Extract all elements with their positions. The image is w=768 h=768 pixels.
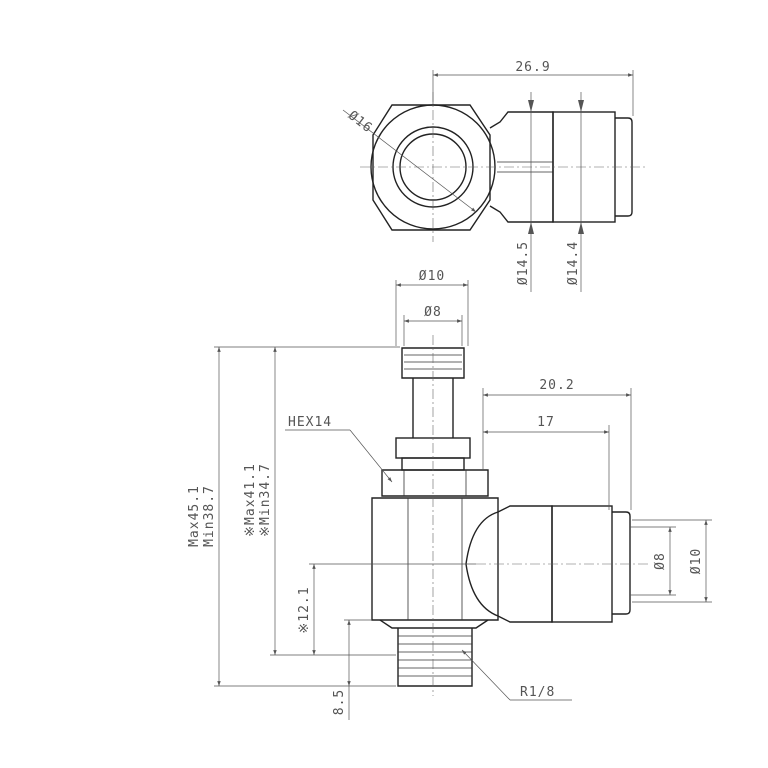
top-hex-outline [372,104,491,231]
dim-top-sleeve-arrow-bottom [578,222,584,234]
dim-overall-min-label: Min38.7 [202,485,217,547]
stem-shaft [412,378,454,438]
dim-top-hex-leader [342,109,477,213]
dim-body-max-label: ※Max41.1 [243,463,258,537]
dim-top-width-label: 26.9 [515,60,550,75]
dim-top-body-arrow-top [528,100,534,112]
dim-center-label: ※12.1 [297,586,312,633]
hex-nut [381,469,489,497]
dim-stem-id-label: Ø8 [424,305,442,320]
front-view: Ø10 Ø8 20.2 17 HEX14 Max45.1 Min38.7 ※Ma… [187,269,712,720]
dim-port-id-label: Ø8 [653,552,668,570]
dim-stem-od-label: Ø10 [419,269,445,284]
dim-port-od-label: Ø10 [689,548,704,574]
stem-head [401,347,465,379]
dim-top-hex-label: Ø16 [345,108,375,136]
thread-label: R1/8 [520,685,555,700]
dim-top-sleeve-label: Ø14.4 [566,241,581,285]
dim-thread-label: 8.5 [332,689,347,715]
dim-top-body-arrow-bottom [528,222,534,234]
thread-leader [461,649,511,701]
hex-leader [349,429,393,483]
dim-top-body-label: Ø14.5 [516,241,531,285]
dim-overall-max-label: Max45.1 [187,485,202,547]
top-view: 26.9 Ø16 Ø14.5 Ø14.4 [342,60,645,292]
dim-top-sleeve-arrow-top [578,100,584,112]
body-bottom-chamfer [379,619,489,629]
hex-label: HEX14 [288,415,332,430]
dim-side-total-label: 20.2 [539,378,574,393]
side-release-ring [612,511,631,615]
body-outline [371,497,499,621]
dim-side-inner-label: 17 [537,415,555,430]
thread-outline [397,628,473,687]
dim-body-min-label: ※Min34.7 [258,463,273,537]
